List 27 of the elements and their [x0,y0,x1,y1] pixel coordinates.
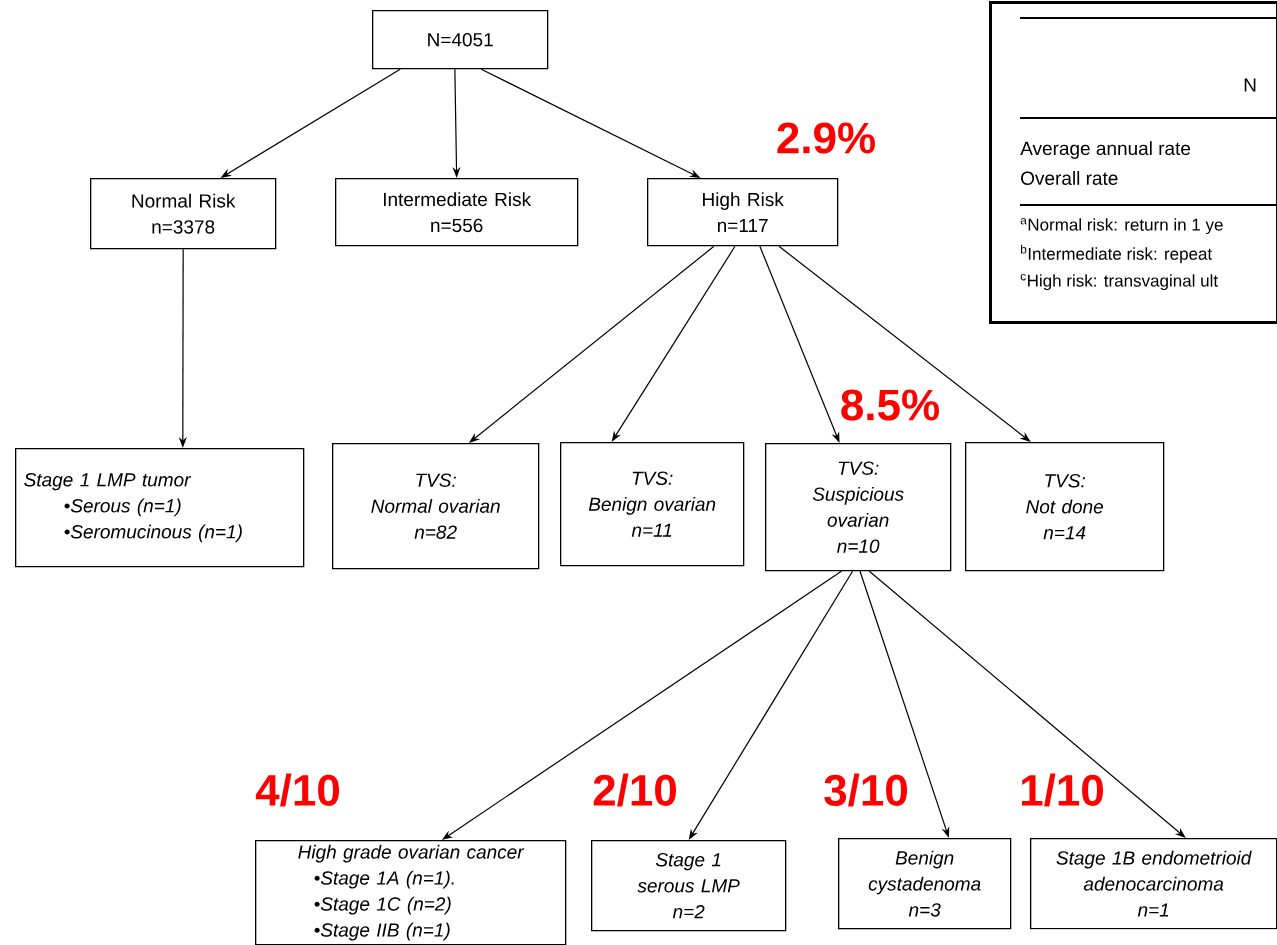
flow-box: TVS: Not done n=14 [965,442,1165,572]
flow-box: TVS: Suspicious ovarian n=10 [765,443,952,572]
flow-box: Normal Risk n=3378 [90,178,277,250]
percentage-label: 3/10 [824,773,907,807]
flow-box: Stage 1 LMP tumor •Serous (n=1) •Seromucinous (n=1) [15,448,305,568]
percentage-label: 8.5% [841,389,939,421]
arrow [688,570,854,840]
footnote: $^{c}$High risk: transvaginal ult [1020,273,1218,291]
footnote: $^{b}$Intermediate risk: repeat [1021,244,1213,264]
flow-box: TVS: Benign ovarian n=11 [560,442,745,567]
flow-box: TVS: Normal ovarian n=82 [332,443,540,570]
flow-box: Benign cystadenoma n=3 [838,838,1012,930]
footnote: $^{a}$Normal risk: return in 1 ye [1020,217,1223,235]
flow-box: Stage 1B endometrioid adenocarcinoma n=1 [1030,838,1277,930]
flow-box: Stage 1 serous LMP n=2 [591,840,787,932]
row-label: Overall rate [1021,171,1118,185]
row-label: Average annual rate [1020,141,1191,159]
flow-box: High grade ovarian cancer •Stage 1A (n=1). •Stage 1C (n=2) •Stage IIB (n=1) [255,840,567,945]
percentage-label: 2.9% [777,122,875,154]
flow-box: High Risk n=117 [647,178,839,247]
table-header: N [1244,78,1256,92]
percentage-label: 2/10 [593,773,676,807]
percentage-label: 1/10 [1021,773,1103,807]
arrow [611,245,736,442]
flow-box: Intermediate Risk n=556 [335,178,579,247]
arrow [868,570,1186,838]
flow-box: N=4051 [372,10,549,70]
